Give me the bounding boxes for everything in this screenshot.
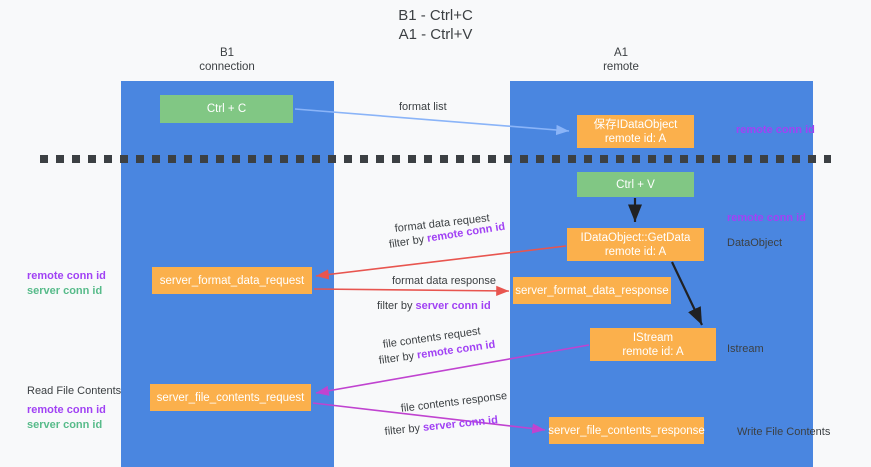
token-server-conn-id: server conn id xyxy=(415,300,491,312)
column-header-b1: B1 connection xyxy=(147,46,307,74)
node-idataobject-getdata[interactable]: IDataObject::GetData remote id: A xyxy=(567,228,704,261)
node-server-file-contents-response[interactable]: server_file_contents_response xyxy=(548,417,705,444)
annotation-right-remote-conn-id-mid: remote conn id xyxy=(727,212,806,224)
annotation-right-dataobject: DataObject xyxy=(727,237,783,249)
node-save-idataobject[interactable]: 保存IDataObject remote id: A xyxy=(577,115,694,148)
node-istream-label: IStream xyxy=(632,331,674,344)
annotation-left-server-conn-id-1: server conn id xyxy=(27,285,103,297)
title-line-1: B1 - Ctrl+C xyxy=(398,7,473,24)
node-ctrl-v-label: Ctrl + V xyxy=(616,178,655,191)
node-server-file-contents-request[interactable]: server_file_contents_request xyxy=(150,384,311,411)
edge-label-format-data-response: format data response xyxy=(392,275,496,287)
annotation-right-write-file-contents: Write File Contents xyxy=(737,426,831,438)
column-header-b1-subtitle: connection xyxy=(199,61,255,73)
annotation-right-istream: Istream xyxy=(727,343,764,355)
node-istream[interactable]: IStream remote id: A xyxy=(590,328,716,361)
node-save-idataobject-sublabel: remote id: A xyxy=(604,132,667,145)
phase-divider xyxy=(40,155,831,163)
token-server-conn-id: server conn id xyxy=(422,414,499,434)
annotation-left-remote-conn-id-2: remote conn id xyxy=(27,404,106,416)
title-line-2: A1 - Ctrl+V xyxy=(398,26,473,43)
node-server-format-data-response-label: server_format_data_response xyxy=(515,284,669,297)
node-server-file-contents-response-label: server_file_contents_response xyxy=(548,424,705,437)
node-server-format-data-response[interactable]: server_format_data_response xyxy=(513,277,671,304)
node-idataobject-getdata-sublabel: remote id: A xyxy=(604,245,667,258)
column-header-a1-title: A1 xyxy=(613,47,629,59)
node-server-file-contents-request-label: server_file_contents_request xyxy=(156,391,305,404)
node-save-idataobject-label: 保存IDataObject xyxy=(593,118,678,131)
node-ctrl-c-label: Ctrl + C xyxy=(206,103,247,115)
edge-label-file-contents-response: file contents response xyxy=(400,389,508,415)
node-istream-sublabel: remote id: A xyxy=(622,345,684,358)
annotation-left-read-file-contents: Read File Contents xyxy=(27,385,122,397)
annotation-left-remote-conn-id-1: remote conn id xyxy=(27,270,106,282)
column-header-b1-title: B1 xyxy=(219,47,235,59)
arrow-format-data-response xyxy=(313,285,510,296)
annotation-left-server-conn-id-2: server conn id xyxy=(27,419,103,431)
node-server-format-data-request[interactable]: server_format_data_request xyxy=(152,267,312,294)
column-header-a1: A1 remote xyxy=(541,46,701,74)
node-ctrl-v[interactable]: Ctrl + V xyxy=(577,172,694,197)
edge-label-format-list: format list xyxy=(399,101,447,113)
column-header-a1-subtitle: remote xyxy=(603,61,639,73)
edge-label-file-contents-response-filter: filter by server conn id xyxy=(384,414,499,438)
edge-label-format-data-response-filter: filter by server conn id xyxy=(377,300,491,312)
page-title: B1 - Ctrl+C A1 - Ctrl+V xyxy=(0,6,871,44)
node-idataobject-getdata-label: IDataObject::GetData xyxy=(580,231,691,244)
annotation-right-remote-conn-id-top: remote conn id xyxy=(736,124,815,136)
node-server-format-data-request-label: server_format_data_request xyxy=(159,274,305,287)
node-ctrl-c[interactable]: Ctrl + C xyxy=(160,95,293,123)
